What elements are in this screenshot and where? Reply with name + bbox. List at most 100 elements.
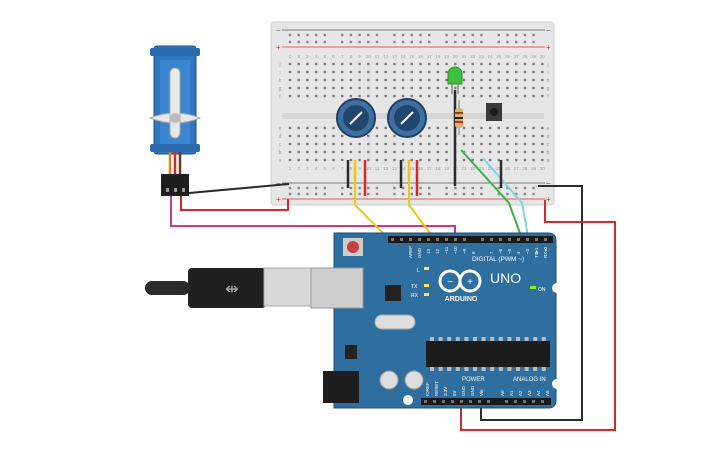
- header-pin-hole[interactable]: [478, 400, 481, 403]
- header-pin-hole[interactable]: [451, 400, 454, 403]
- breadboard-hole: [410, 158, 413, 162]
- breadboard-hole: [428, 86, 431, 90]
- wire-servo-ground-black[interactable]: [188, 183, 290, 194]
- breadboard-hole: [349, 78, 353, 82]
- header-pin-hole[interactable]: [526, 238, 529, 241]
- breadboard-hole: [306, 134, 309, 138]
- arduino-uno[interactable]: − + ARDUINO UNO DIGITAL (PWM ~) POWER AN…: [310, 232, 562, 409]
- breadboard-hole: [480, 142, 483, 146]
- header-pin-hole[interactable]: [442, 400, 445, 403]
- column-number: 12: [383, 54, 389, 59]
- usb-chip: [385, 285, 401, 301]
- header-pin-hole[interactable]: [490, 238, 493, 241]
- breadboard-hole: [306, 62, 309, 66]
- potentiometer-2[interactable]: [387, 98, 427, 138]
- header-pin-hole[interactable]: [391, 238, 394, 241]
- header-pin-hole[interactable]: [508, 238, 511, 241]
- breadboard-hole: [323, 40, 326, 44]
- potentiometer-1[interactable]: [336, 98, 376, 138]
- usb-cable[interactable]: ⇹: [145, 267, 313, 308]
- breadboard-hole: [375, 142, 379, 146]
- column-number: 4: [315, 54, 318, 59]
- breadboard-hole: [349, 40, 353, 44]
- chip-pin: [533, 367, 538, 371]
- breadboard-hole: [419, 134, 422, 138]
- header-pin-hole[interactable]: [487, 400, 490, 403]
- breadboard-hole: [523, 40, 527, 44]
- header-pin-hole[interactable]: [463, 238, 466, 241]
- breadboard-hole: [523, 186, 527, 190]
- breadboard-hole: [349, 142, 353, 146]
- breadboard-hole: [419, 40, 422, 44]
- column-number: 15: [409, 166, 415, 171]
- wire-servo-signal-magenta[interactable]: [170, 196, 456, 236]
- breadboard-hole: [436, 70, 440, 74]
- green-led[interactable]: [447, 66, 463, 94]
- led-on: [530, 286, 536, 289]
- row-letter: c: [547, 142, 550, 148]
- breadboard-hole: [341, 192, 344, 196]
- header-pin-hole[interactable]: [481, 238, 484, 241]
- reset-button[interactable]: [347, 241, 359, 253]
- breadboard-hole: [393, 86, 396, 90]
- breadboard-hole: [462, 33, 466, 37]
- header-pin-hole[interactable]: [523, 400, 526, 403]
- breadboard-hole: [384, 70, 387, 74]
- breadboard-hole: [341, 70, 344, 74]
- header-pin-hole[interactable]: [460, 400, 463, 403]
- breadboard-labels: 1122334455667788991010111112121313141415…: [278, 54, 549, 171]
- header-pin-hole[interactable]: [499, 238, 502, 241]
- servo-motor[interactable]: [148, 45, 202, 196]
- wire-5v-red-arduino[interactable]: [460, 200, 616, 431]
- header-pin-hole[interactable]: [454, 238, 457, 241]
- header-pin-hole[interactable]: [505, 400, 508, 403]
- breadboard-hole: [419, 186, 422, 190]
- wire-servo-power-red[interactable]: [180, 196, 289, 211]
- breadboard-hole: [428, 62, 431, 66]
- header-pin-hole[interactable]: [418, 238, 421, 241]
- header-pin-hole[interactable]: [541, 400, 544, 403]
- wire-button-cyan[interactable]: [482, 157, 529, 237]
- wire-led-green[interactable]: [460, 149, 522, 237]
- wire-ground-black-arduino[interactable]: [480, 185, 583, 421]
- breadboard-hole: [341, 94, 344, 98]
- column-number: 26: [505, 166, 511, 171]
- column-number: 21: [461, 54, 467, 59]
- header-pin-hole[interactable]: [424, 400, 427, 403]
- breadboard-hole: [349, 186, 353, 190]
- breadboard-hole: [341, 78, 344, 82]
- header-pin-hole[interactable]: [544, 238, 547, 241]
- breadboard-hole: [436, 134, 440, 138]
- breadboard-hole: [367, 150, 370, 154]
- header-pin-hole[interactable]: [400, 238, 403, 241]
- header-pin-hole[interactable]: [409, 238, 412, 241]
- breadboard-hole: [471, 126, 474, 130]
- header-pin-hole[interactable]: [433, 400, 436, 403]
- breadboard-hole: [349, 33, 353, 37]
- pushbutton[interactable]: [486, 103, 502, 121]
- resistor-band: [455, 117, 463, 119]
- breadboard-hole: [410, 150, 413, 154]
- chip-pin: [524, 367, 529, 371]
- breadboard-hole: [341, 142, 344, 146]
- breadboard-hole: [297, 126, 300, 130]
- breadboard-hole: [523, 142, 527, 146]
- header-pin-hole[interactable]: [514, 400, 517, 403]
- header-pin-hole[interactable]: [532, 400, 535, 403]
- header-pin-hole[interactable]: [469, 400, 472, 403]
- led-l: [424, 267, 429, 270]
- header-pin-hole[interactable]: [427, 238, 430, 241]
- header-pin-hole[interactable]: [535, 238, 538, 241]
- breadboard-hole: [497, 94, 500, 98]
- rail-plus-sign-bottom-right: +: [546, 195, 551, 204]
- header-pin-hole[interactable]: [445, 238, 448, 241]
- chip-pin: [524, 337, 529, 341]
- resistor[interactable]: [455, 100, 463, 135]
- breadboard-hole: [506, 70, 509, 74]
- breadboard-hole: [454, 186, 457, 190]
- breadboard-hole: [410, 78, 413, 82]
- breadboard-hole: [515, 158, 518, 162]
- header-pin-hole[interactable]: [436, 238, 439, 241]
- breadboard-hole: [367, 134, 370, 138]
- header-pin-hole[interactable]: [517, 238, 520, 241]
